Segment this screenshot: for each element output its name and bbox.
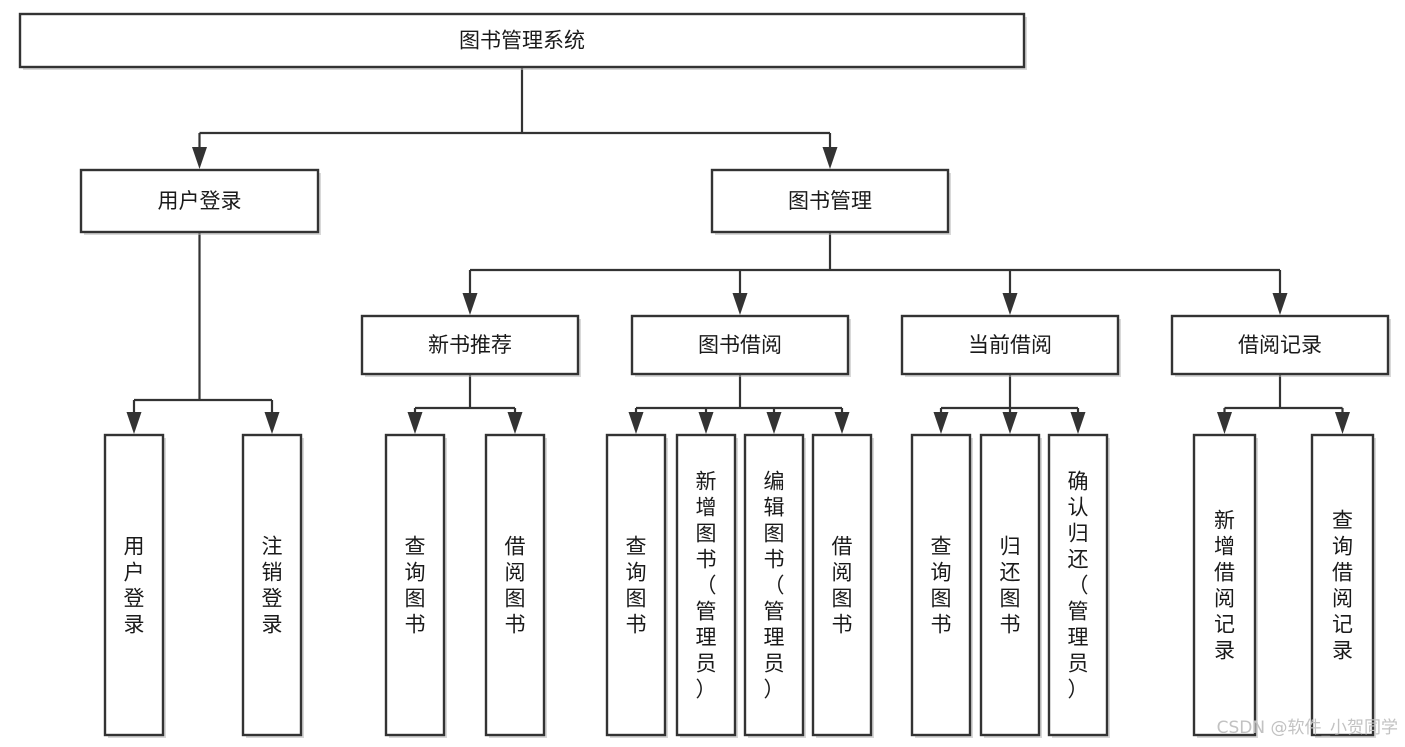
node-label: 查询图书 xyxy=(626,534,647,636)
node-l3_0[interactable]: 新书推荐 xyxy=(360,314,581,377)
node-layer: 图书管理系统用户登录图书管理新书推荐图书借阅当前借阅借阅记录用户登录注销登录查询… xyxy=(18,12,1391,738)
node-leaf_0[interactable]: 用户登录 xyxy=(103,433,166,738)
node-box xyxy=(384,433,446,737)
connector-layer xyxy=(126,67,1350,434)
node-l3_3[interactable]: 借阅记录 xyxy=(1170,314,1391,377)
node-l2_1[interactable]: 图书管理 xyxy=(710,168,951,235)
node-leaf_11[interactable]: 新增借阅记录 xyxy=(1192,433,1258,738)
arrow-head-icon xyxy=(822,147,838,169)
node-box xyxy=(811,433,873,737)
node-l3_2[interactable]: 当前借阅 xyxy=(900,314,1121,377)
arrow-head-icon xyxy=(1070,412,1086,434)
node-box xyxy=(979,433,1041,737)
node-leaf_12[interactable]: 查询借阅记录 xyxy=(1310,433,1376,738)
arrow-head-icon xyxy=(126,412,142,434)
node-box xyxy=(18,12,1026,69)
node-label: 图书管理系统 xyxy=(459,29,585,53)
node-leaf_2[interactable]: 查询图书 xyxy=(384,433,447,738)
node-label: 新增图书（管理员） xyxy=(696,469,717,701)
arrow-head-icon xyxy=(407,412,423,434)
arrow-head-icon xyxy=(1335,412,1350,434)
node-label: 用户登录 xyxy=(124,534,145,636)
arrow-head-icon xyxy=(698,412,714,434)
node-box xyxy=(360,314,580,376)
arrow-head-icon xyxy=(264,412,280,434)
node-leaf_4[interactable]: 查询图书 xyxy=(605,433,668,738)
node-box xyxy=(710,168,950,234)
arrow-head-icon xyxy=(732,293,748,315)
node-box xyxy=(1310,433,1375,737)
node-leaf_1[interactable]: 注销登录 xyxy=(241,433,304,738)
node-leaf_9[interactable]: 归还图书 xyxy=(979,433,1042,738)
arrow-head-icon xyxy=(1217,412,1232,434)
arrow-head-icon xyxy=(628,412,644,434)
arrow-head-icon xyxy=(507,412,523,434)
node-label: 查询借阅记录 xyxy=(1332,508,1353,662)
node-label: 注销登录 xyxy=(262,534,283,636)
node-label: 归还图书 xyxy=(1000,534,1021,636)
node-label: 确认归还（管理员） xyxy=(1068,469,1089,701)
node-box xyxy=(484,433,546,737)
node-leaf_10[interactable]: 确认归还（管理员） xyxy=(1047,433,1110,738)
node-leaf_6[interactable]: 编辑图书（管理员） xyxy=(743,433,806,738)
node-box xyxy=(675,433,737,737)
node-label: 当前借阅 xyxy=(968,333,1052,357)
node-box xyxy=(743,433,805,737)
node-label: 查询图书 xyxy=(405,534,426,636)
node-l2_0[interactable]: 用户登录 xyxy=(79,168,321,235)
node-label: 图书借阅 xyxy=(698,333,782,357)
node-label: 借阅记录 xyxy=(1238,333,1322,357)
node-box xyxy=(1047,433,1109,737)
node-l3_1[interactable]: 图书借阅 xyxy=(630,314,851,377)
arrow-head-icon xyxy=(766,412,782,434)
node-box xyxy=(910,433,972,737)
node-label: 用户登录 xyxy=(158,189,242,213)
arrow-head-icon xyxy=(1002,412,1018,434)
node-leaf_3[interactable]: 借阅图书 xyxy=(484,433,547,738)
csdn-watermark: CSDN @软件_小贺同学 xyxy=(1217,718,1398,738)
node-label: 借阅图书 xyxy=(505,534,526,636)
node-leaf_8[interactable]: 查询图书 xyxy=(910,433,973,738)
node-leaf_7[interactable]: 借阅图书 xyxy=(811,433,874,738)
node-label: 图书管理 xyxy=(788,189,872,213)
node-label: 新书推荐 xyxy=(428,333,512,357)
node-box xyxy=(630,314,850,376)
arrow-head-icon xyxy=(192,147,207,169)
node-label: 编辑图书（管理员） xyxy=(764,469,785,701)
node-root[interactable]: 图书管理系统 xyxy=(18,12,1027,70)
node-leaf_5[interactable]: 新增图书（管理员） xyxy=(675,433,738,738)
node-label: 新增借阅记录 xyxy=(1214,508,1235,662)
arrow-head-icon xyxy=(462,293,478,315)
node-box xyxy=(1192,433,1257,737)
node-box xyxy=(900,314,1120,376)
node-box xyxy=(103,433,165,737)
node-box xyxy=(1170,314,1390,376)
node-box xyxy=(241,433,303,737)
arrow-head-icon xyxy=(1002,293,1018,315)
arrow-head-icon xyxy=(933,412,949,434)
node-box xyxy=(605,433,667,737)
arrow-head-icon xyxy=(1272,293,1288,315)
arrow-head-icon xyxy=(834,412,850,434)
node-box xyxy=(79,168,320,234)
node-label: 借阅图书 xyxy=(832,534,853,636)
node-label: 查询图书 xyxy=(931,534,952,636)
